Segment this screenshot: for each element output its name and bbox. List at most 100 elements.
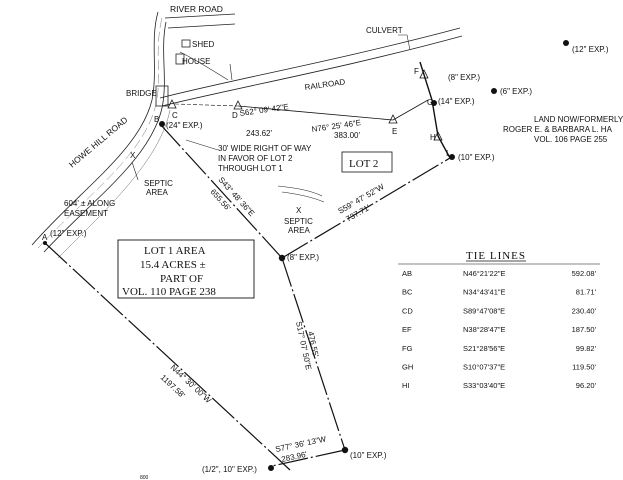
tie-line-row: AB N46°21'22"E 592.08' [402,269,597,278]
marker-dot-8-mid [278,254,286,262]
tie-lines-table: TIE LINES AB N46°21'22"E 592.08' BC N34°43'4… [398,250,600,390]
culvert-leader [398,34,411,51]
exp-8-mid-label: (8" EXP.) [287,253,319,262]
tie-line-id: BC [402,288,413,297]
owner-line-2: ROGER E. & BARBARA L. HA [503,125,613,134]
boundary-line-f-to-i [419,61,451,159]
tie-line-id: FG [402,344,413,353]
lot-1-line-3: PART OF [160,273,203,285]
boundary-line-b-to-8exp [159,123,283,259]
point-a-label: A [42,233,48,242]
tie-line-bearing: N34°43'41"E [463,288,506,297]
point-g-label: G [427,98,433,107]
triangle-e [388,114,398,124]
marker-dot-half-10 [268,465,274,471]
exp-12-top-label: (12" EXP.) [572,45,609,54]
easement-line-2: EASEMENT [64,209,108,218]
tie-line-id: AB [402,269,412,278]
owner-line-3: VOL. 106 PAGE 255 [534,135,608,144]
boundary-line-e-to-g [392,99,429,121]
lot-1-line-2: 15.4 ACRES ± [140,259,206,271]
septic-1-line-2: AREA [146,188,168,197]
exp-half-10-label: (1/2", 10" EXP.) [202,465,257,474]
tie-line-distance: 592.08' [572,269,597,278]
exp-6-label: (6" EXP.) [500,87,532,96]
point-f-label: F [414,67,419,76]
tie-line-id: EF [402,325,412,334]
point-d-label: D [232,111,238,120]
tie-line-bearing: N38°28'47"E [463,325,506,334]
railroad-line-2 [161,35,463,107]
tie-line-id: HI [402,381,410,390]
tie-line-row: BC N34°43'41"E 81.71' [402,288,597,297]
exp-14-label: (14" EXP.) [438,97,475,106]
septic-2-line-2: AREA [288,226,310,235]
marker-dot-10-right [449,154,455,160]
tie-line-bearing: S21°28'56"E [463,344,505,353]
howe-hill-road-label: HOWE HILL ROAD [67,115,130,170]
howe-hill-road-edge-inner [43,21,167,253]
adjacent-owner-note: LAND NOW/FORMERLY ROGER E. & BARBARA L. … [503,115,623,144]
marker-dot-12-top [563,40,569,46]
driveway [179,51,229,81]
river-road-edge-north [164,13,236,19]
boundary-line-10exp-to-left [271,449,346,467]
structure-labels: SHED HOUSE BRIDGE [126,40,214,98]
howe-hill-road-edge-inner2 [57,109,171,259]
railroad-line-1 [159,27,461,99]
triangle-h [433,131,443,141]
right-of-way-line-2: IN FAVOR OF LOT 2 [218,154,293,163]
property-boundary [44,61,451,471]
lot-1-line-1: LOT 1 AREA [144,245,206,257]
tie-line-distance: 81.71' [576,288,597,297]
septic-1-leader [131,161,139,181]
right-of-way-line-3: THROUGH LOT 1 [218,164,283,173]
septic-1-line-1: SEPTIC [144,179,173,188]
point-h-label: H [430,133,436,142]
exp-24-label: (24" EXP.) [166,121,203,130]
tie-line-bearing: N46°21'22"E [463,269,506,278]
culvert-label: CULVERT [366,26,403,35]
exp-8-top-label: (8" EXP.) [448,73,480,82]
triangle-d [233,100,243,110]
road-centerline [37,17,163,249]
bearing-s62: S62° 09' 42"E [239,102,289,118]
note-labels: 30' WIDE RIGHT OF WAY IN FAVOR OF LOT 2 … [64,139,313,235]
marker-dot-6 [491,88,497,94]
tie-line-distance: 96.20' [576,381,597,390]
point-c-label: C [172,111,178,120]
right-of-way-line-1: 30' WIDE RIGHT OF WAY [218,144,312,153]
tie-line-id: GH [402,363,413,372]
tie-line-cd [174,103,239,107]
owner-line-1: LAND NOW/FORMERLY [534,115,623,124]
easement-line-1: 604' ± ALONG [64,199,115,208]
marker-dot-24 [159,121,165,127]
right-of-way-leader [185,139,219,151]
tie-line-distance: 99.82' [576,344,597,353]
lot-1-line-4: VOL. 110 PAGE 238 [122,286,216,298]
marker-dot-a [43,241,47,245]
septic-2-line-1: SEPTIC [284,217,313,226]
point-b-label: B [154,115,159,124]
railroad-label: RAILROAD [304,77,346,92]
tie-line-distance: 119.50' [572,363,596,372]
howe-hill-road-edge-outer [31,11,159,246]
tie-lines-title: TIE LINES [466,250,526,262]
boundary-line-8exp-to-10exp [281,257,346,451]
tie-line-row: FG S21°28'56"E 99.82' [402,344,597,353]
river-road-label: RIVER ROAD [170,4,223,14]
marker-dot-14 [431,100,437,106]
survey-markers [43,40,569,471]
tie-line-distance: 230.40' [572,306,597,315]
boundary-line-8exp-to-i [281,157,451,259]
exp-10-bottom-label: (10" EXP.) [350,451,387,460]
road-linework [31,11,463,259]
river-road-edge-south [167,23,236,29]
boundary-line-d-to-e [237,105,394,121]
marker-dot-10-bottom [341,446,349,454]
